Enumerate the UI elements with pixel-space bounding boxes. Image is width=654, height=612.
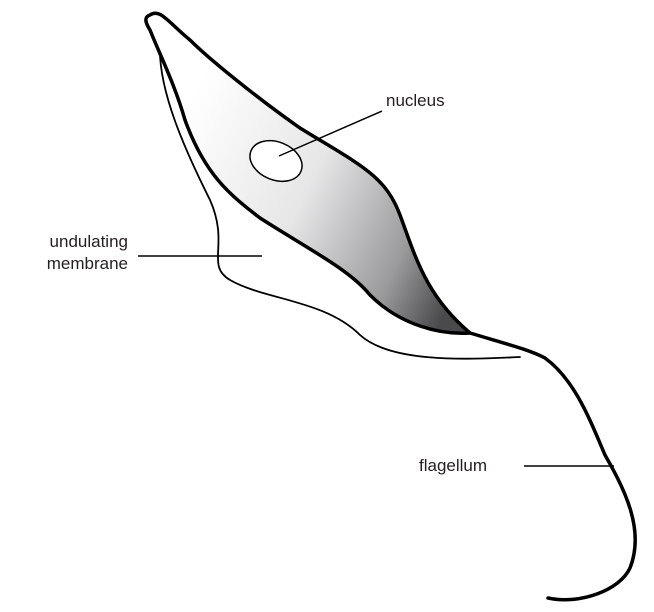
nucleus-label: nucleus bbox=[386, 90, 445, 112]
undulating-membrane-label: undulating membrane bbox=[0, 231, 128, 275]
flagellum-label: flagellum bbox=[419, 455, 487, 477]
undulating-membrane-label-line1: undulating bbox=[0, 231, 128, 253]
cell-body bbox=[146, 13, 470, 333]
undulating-membrane-label-line2: membrane bbox=[0, 253, 128, 275]
